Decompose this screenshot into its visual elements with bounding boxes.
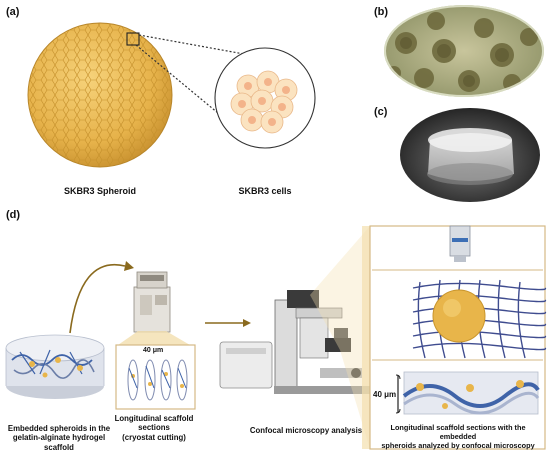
cells-zoom-icon	[214, 47, 316, 149]
arrow-to-cryostat	[69, 263, 126, 334]
panel-a-illustration	[27, 22, 316, 168]
panel-a-label: (a)	[6, 6, 20, 18]
zoom-region-box	[126, 32, 140, 46]
zoom-line-bottom	[135, 44, 231, 124]
result-caption: Longitudinal scaffold sections with the …	[381, 423, 535, 450]
spheroid-icon	[27, 22, 173, 168]
cryostat-icon	[133, 271, 171, 333]
inset-thickness-label: 40 μm	[373, 390, 397, 399]
section-slab-icon	[395, 371, 540, 415]
section-thickness-label: 40 μm	[143, 347, 164, 354]
panel-d-label: (d)	[6, 209, 21, 221]
zoom-line-top	[138, 34, 245, 55]
sections-caption: Longitudinal scaffold sections (cryostat…	[114, 414, 194, 442]
objective-lens-icon	[449, 225, 471, 262]
panel-c-photo	[400, 108, 540, 202]
scaffold-sections-box	[115, 344, 196, 410]
panel-b-photo	[384, 5, 544, 97]
embedded-scaffold-caption: Embedded spheroids in the gelatin-algina…	[7, 424, 111, 452]
panel-c-label: (c)	[374, 106, 388, 118]
hydrogel-scaffold-icon	[5, 334, 105, 399]
cells-caption: SKBR3 cells	[238, 186, 292, 196]
confocal-caption: Confocal microscopy analysis	[249, 426, 363, 435]
panel-b-label: (b)	[374, 6, 389, 18]
hydrogel-mesh-spheroid-icon	[412, 279, 547, 359]
panel-d-illustration	[5, 225, 547, 450]
spheroid-caption: SKBR3 Spheroid	[63, 186, 136, 196]
confocal-microscope-icon	[219, 290, 370, 394]
